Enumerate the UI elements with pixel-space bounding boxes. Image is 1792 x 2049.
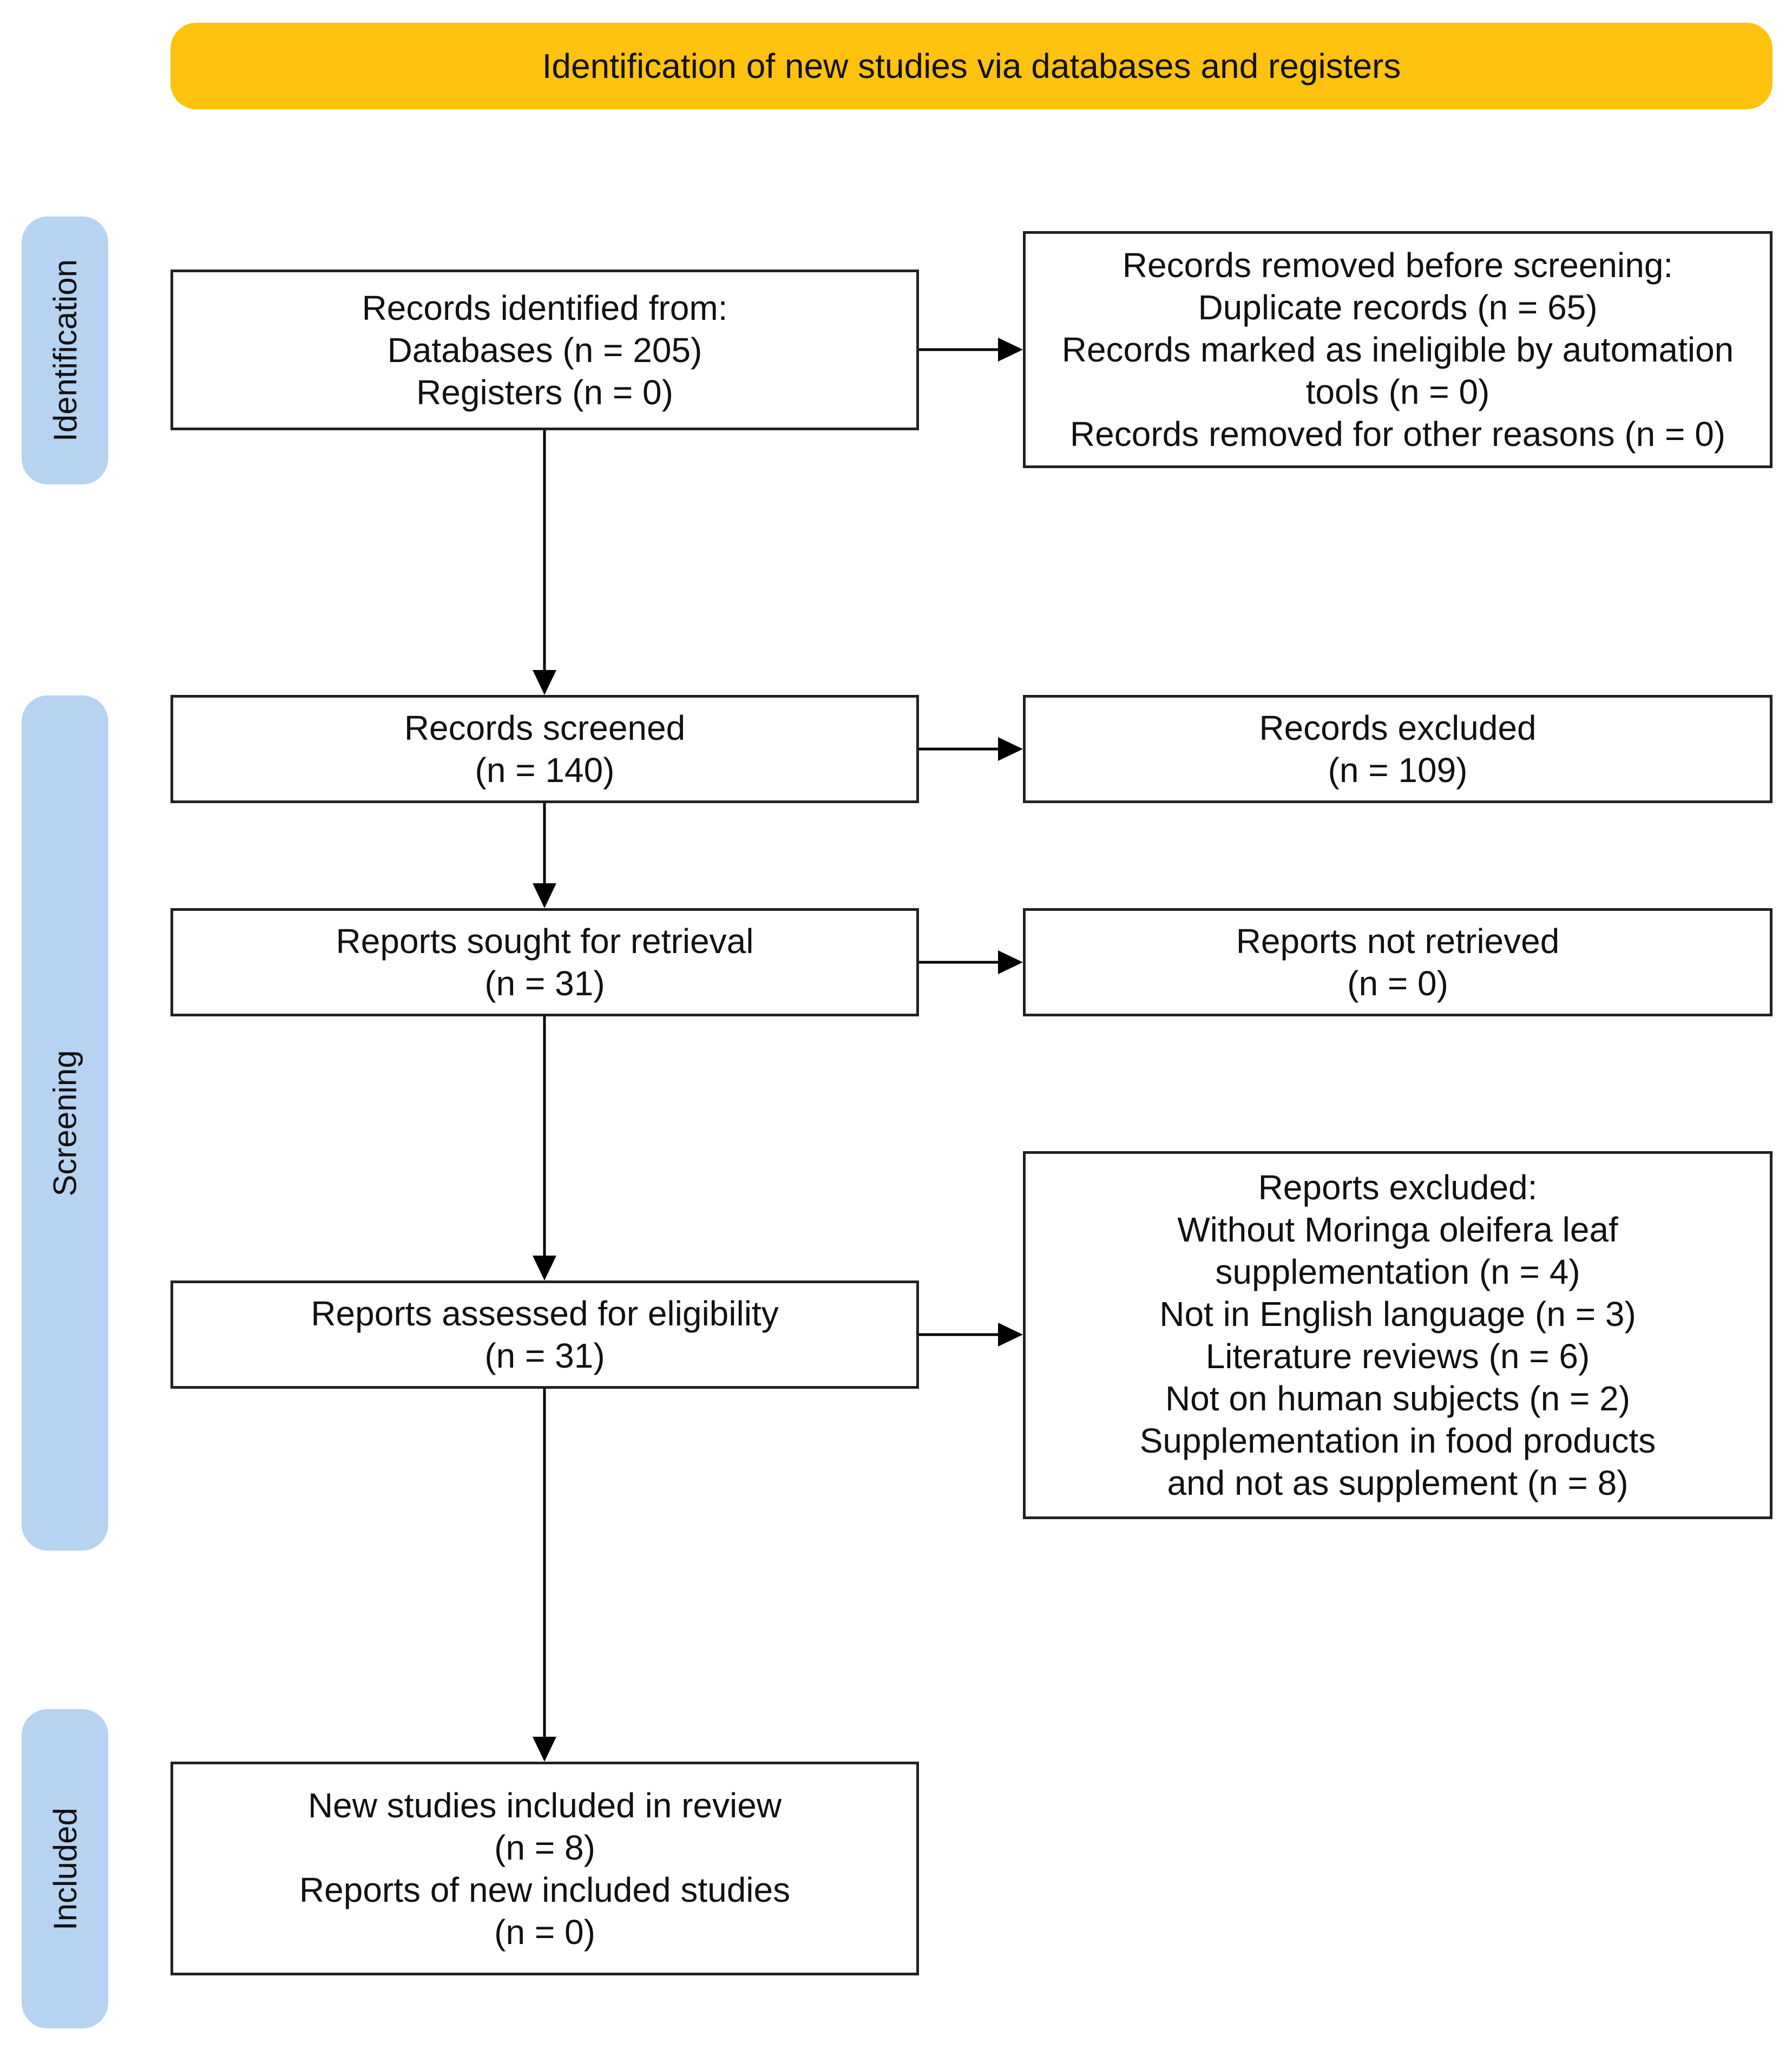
text-line: Literature reviews (n = 6): [1205, 1337, 1590, 1376]
text-line: Duplicate records (n = 65): [1198, 288, 1598, 327]
text-line: (n = 31): [484, 964, 605, 1003]
text-line: Records removed for other reasons (n = 0…: [1069, 415, 1726, 454]
text-line: Not in English language (n = 3): [1159, 1295, 1636, 1334]
text-line: Records removed before screening:: [1122, 246, 1673, 285]
phase-screening: Screening: [22, 695, 108, 1551]
text-line: Reports excluded:: [1258, 1168, 1538, 1207]
box-reports-sought: Reports sought for retrieval (n = 31): [170, 908, 919, 1016]
text-line: Not on human subjects (n = 2): [1165, 1379, 1631, 1418]
text-line: Records identified from:: [362, 288, 728, 327]
text-line: Records excluded: [1259, 708, 1537, 747]
box-records-excluded: Records excluded (n = 109): [1023, 695, 1773, 803]
box-reports-assessed: Reports assessed for eligibility (n = 31…: [170, 1280, 919, 1389]
header-title: Identification of new studies via databa…: [542, 47, 1401, 86]
arrowhead: [998, 737, 1023, 761]
text-line: (n = 140): [475, 751, 615, 790]
header-banner: Identification of new studies via databa…: [170, 23, 1773, 109]
text-line: supplementation (n = 4): [1215, 1252, 1580, 1291]
text-line: Reports assessed for eligibility: [311, 1294, 779, 1333]
box-reports-not-retrieved: Reports not retrieved (n = 0): [1023, 908, 1773, 1016]
text-line: tools (n = 0): [1305, 372, 1490, 411]
phase-identification: Identification: [22, 216, 108, 484]
text-line: (n = 0): [1347, 964, 1448, 1003]
text-line: Reports of new included studies: [299, 1870, 791, 1909]
text-line: (n = 31): [484, 1336, 605, 1375]
text-line: Databases (n = 205): [387, 330, 703, 370]
text-line: Reports sought for retrieval: [336, 922, 754, 961]
arrowhead: [533, 883, 556, 908]
arrowhead: [533, 1256, 556, 1280]
text-line: and not as supplement (n = 8): [1167, 1463, 1629, 1502]
box-reports-excluded: Reports excluded: Without Moringa oleife…: [1023, 1151, 1773, 1519]
box-records-identified: Records identified from: Databases (n = …: [170, 270, 919, 430]
arrowhead: [533, 1737, 556, 1762]
arrowhead: [533, 670, 556, 695]
text-line: New studies included in review: [307, 1785, 782, 1825]
box-records-screened: Records screened (n = 140): [170, 695, 919, 803]
box-records-removed: Records removed before screening: Duplic…: [1023, 231, 1773, 468]
phase-included: Included: [22, 1709, 108, 2028]
box-studies-included: New studies included in review (n = 8) R…: [170, 1762, 919, 1975]
text-line: Supplementation in food products: [1139, 1421, 1656, 1460]
text-line: Registers (n = 0): [416, 372, 673, 412]
arrowhead: [998, 950, 1023, 974]
text-line: Reports not retrieved: [1236, 922, 1560, 961]
text-line: (n = 109): [1328, 751, 1468, 790]
text-line: Without Moringa oleifera leaf: [1177, 1210, 1618, 1249]
text-line: Records marked as ineligible by automati…: [1061, 330, 1734, 369]
text-line: (n = 0): [494, 1912, 595, 1952]
arrowhead: [998, 338, 1023, 362]
arrowhead: [998, 1323, 1023, 1347]
text-line: (n = 8): [494, 1828, 595, 1867]
text-line: Records screened: [404, 708, 686, 747]
